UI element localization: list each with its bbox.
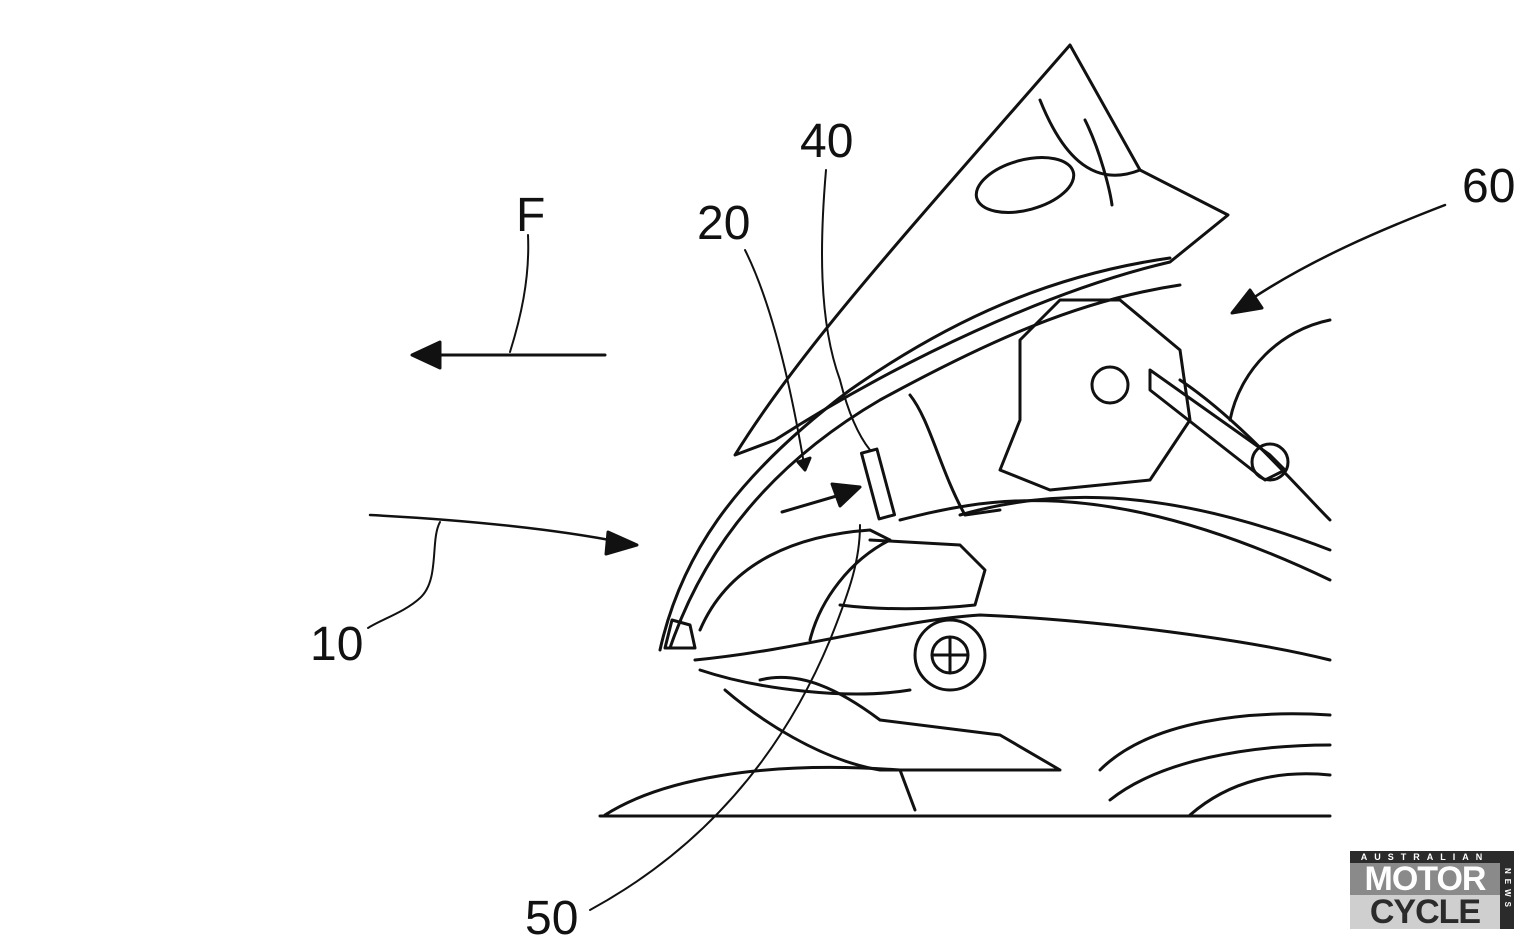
label-20: 20: [697, 197, 751, 250]
australian-motorcycle-news-logo: AUSTRALIAN MOTOR CYCLE NEWS: [1350, 851, 1514, 931]
leader-40: [821, 169, 871, 451]
label-60: 60: [1462, 160, 1516, 213]
leader-60: [1230, 203, 1447, 315]
logo-motor-text: MOTOR: [1350, 862, 1500, 896]
leader-50: [589, 524, 861, 911]
label-f: F: [516, 189, 546, 242]
logo-news-text: NEWS: [1500, 851, 1514, 929]
label-10: 10: [310, 618, 364, 671]
motorcycle-fairing: [598, 43, 1332, 818]
logo-cycle-text: CYCLE: [1350, 895, 1500, 929]
label-40: 40: [800, 115, 854, 168]
label-50: 50: [525, 892, 579, 945]
leader-20: [744, 249, 862, 514]
leader-10: [367, 513, 639, 629]
direction-arrow: [410, 234, 607, 370]
logo-top-text: AUSTRALIAN: [1350, 851, 1500, 863]
